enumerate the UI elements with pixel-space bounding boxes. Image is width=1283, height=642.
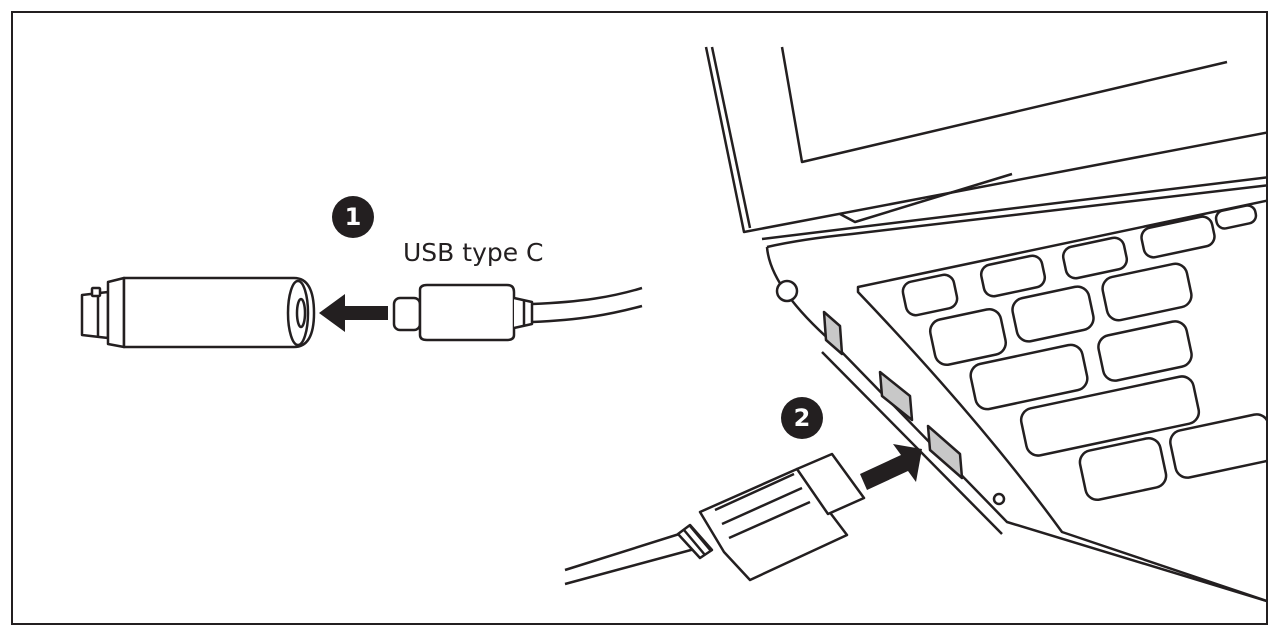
diagram-frame: 1 USB type C 2 bbox=[11, 11, 1268, 625]
laptop-ports bbox=[822, 310, 964, 480]
xlr-adapter-icon bbox=[80, 276, 316, 349]
usb-c-cable-icon bbox=[392, 283, 643, 342]
step-2-badge: 2 bbox=[781, 397, 823, 439]
keyboard bbox=[901, 204, 1266, 501]
laptop-icon bbox=[704, 46, 1266, 603]
connection-diagram bbox=[80, 46, 1266, 603]
arrow-right-icon bbox=[860, 444, 922, 490]
step-1-label: USB type C bbox=[403, 238, 544, 267]
arrow-left-icon bbox=[319, 294, 388, 332]
step-1-badge: 1 bbox=[332, 196, 374, 238]
usb-a-cable-icon bbox=[564, 452, 866, 586]
